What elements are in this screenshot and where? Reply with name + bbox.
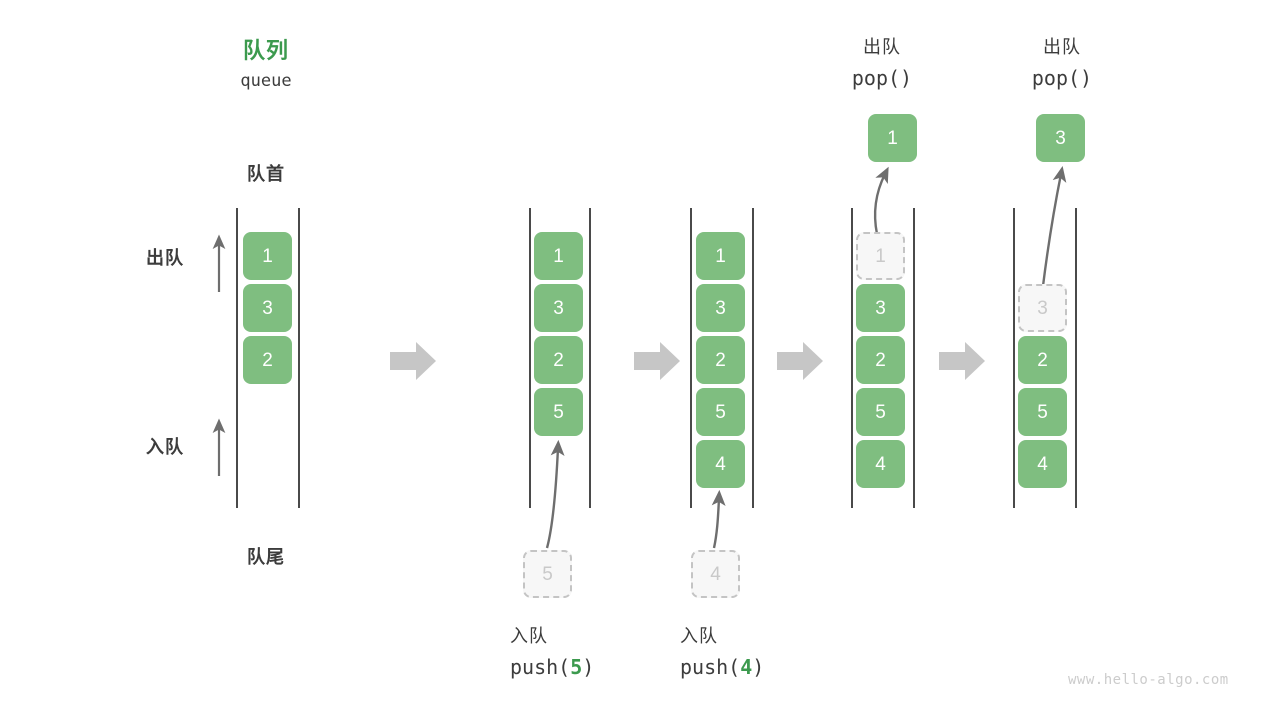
queue-node: 2 (534, 336, 583, 384)
queue-rail-right-1 (298, 208, 300, 508)
queue-node-new: 5 (534, 388, 583, 436)
queue-rail-right-2 (589, 208, 591, 508)
flow-arrow-icon (634, 342, 680, 380)
queue-rail-right-3 (752, 208, 754, 508)
queue-rail-left-2 (529, 208, 531, 508)
label-queue-rear: 队尾 (247, 547, 285, 567)
code-suffix: ) (752, 655, 765, 679)
queue-node: 4 (856, 440, 905, 488)
diagram-title-cn: 队列 (242, 38, 289, 63)
queue-node: 3 (856, 284, 905, 332)
code-prefix: push( (680, 655, 741, 679)
queue-node: 1 (696, 232, 745, 280)
operation-label-cn: 出队 (1043, 37, 1081, 57)
code-suffix: ) (582, 655, 595, 679)
removed-node-placeholder: 3 (1018, 284, 1067, 332)
queue-node: 5 (1018, 388, 1067, 436)
queue-rail-left-1 (236, 208, 238, 508)
operation-label-code: pop() (851, 66, 913, 90)
operation-label-cn: 入队 (510, 626, 548, 646)
dequeue-direction-arrow-icon (212, 234, 226, 292)
label-queue-front: 队首 (247, 164, 285, 184)
queue-rail-left-4 (851, 208, 853, 508)
enqueue-arrow-icon (711, 489, 726, 549)
enqueue-direction-arrow-icon (212, 418, 226, 476)
queue-node: 1 (534, 232, 583, 280)
queue-rail-left-5 (1013, 208, 1015, 508)
incoming-node-placeholder: 4 (691, 550, 740, 598)
watermark: www.hello-algo.com (1068, 672, 1229, 688)
queue-node: 3 (534, 284, 583, 332)
diagram-title-en: queue (240, 71, 292, 91)
operation-label-code: push(4) (680, 655, 764, 679)
queue-rail-right-4 (913, 208, 915, 508)
operation-label-code: pop() (1031, 66, 1093, 90)
queue-rail-left-3 (690, 208, 692, 508)
code-argument: 4 (740, 655, 753, 679)
enqueue-arrow-icon (545, 439, 565, 549)
operation-label-cn: 出队 (863, 37, 901, 57)
label-enqueue-direction: 入队 (146, 437, 184, 457)
queue-node: 2 (696, 336, 745, 384)
queue-node: 2 (856, 336, 905, 384)
removed-node-placeholder: 1 (856, 232, 905, 280)
dequeue-arrow-icon (1041, 165, 1067, 287)
queue-node: 5 (856, 388, 905, 436)
operation-label-cn: 入队 (680, 626, 718, 646)
queue-rail-right-5 (1075, 208, 1077, 508)
flow-arrow-icon (939, 342, 985, 380)
label-dequeue-direction: 出队 (146, 248, 184, 268)
code-prefix: push( (510, 655, 571, 679)
flow-arrow-icon (390, 342, 436, 380)
queue-node-new: 4 (696, 440, 745, 488)
incoming-node-placeholder: 5 (523, 550, 572, 598)
code-argument: 5 (570, 655, 583, 679)
queue-node: 4 (1018, 440, 1067, 488)
queue-node: 2 (243, 336, 292, 384)
popped-node: 1 (868, 114, 917, 162)
flow-arrow-icon (777, 342, 823, 380)
dequeue-arrow-icon (873, 166, 889, 235)
queue-node: 5 (696, 388, 745, 436)
queue-node: 3 (696, 284, 745, 332)
queue-node: 3 (243, 284, 292, 332)
queue-node: 1 (243, 232, 292, 280)
queue-node: 2 (1018, 336, 1067, 384)
operation-label-code: push(5) (510, 655, 594, 679)
popped-node: 3 (1036, 114, 1085, 162)
